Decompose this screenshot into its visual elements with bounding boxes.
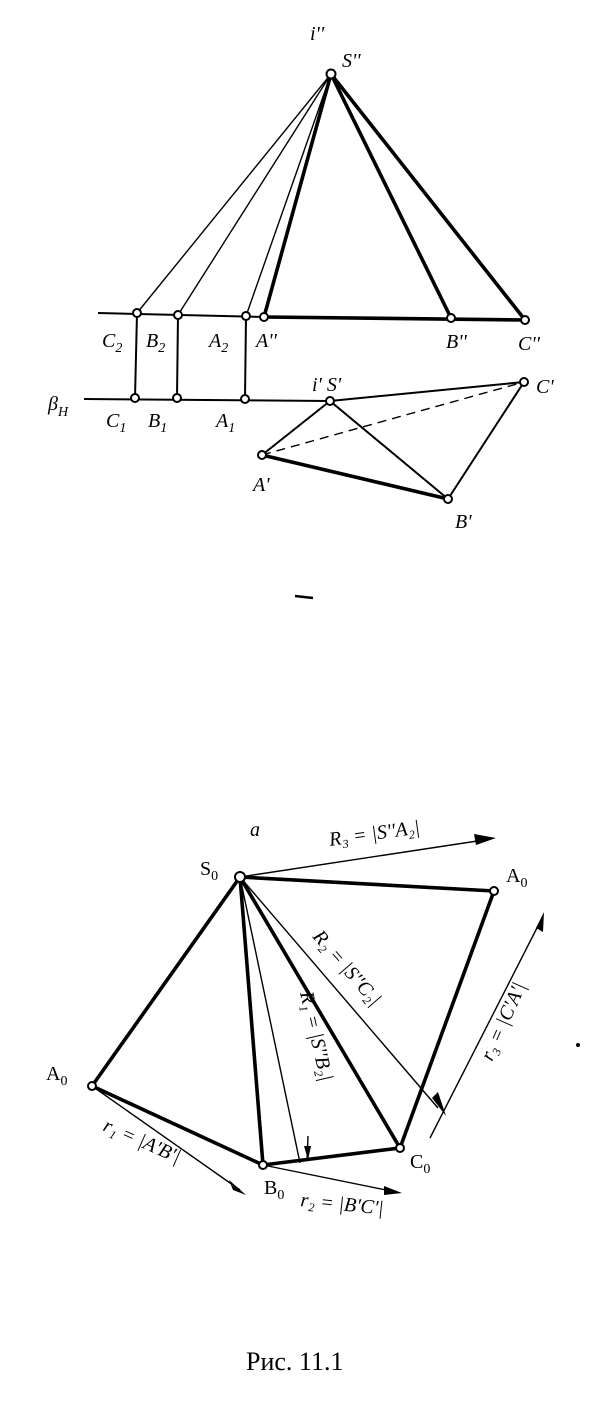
point-a2 <box>241 311 251 321</box>
edge-a-c-top-hidden <box>261 381 525 456</box>
edge-s0-a0-left <box>90 875 242 1088</box>
label-b1: B1 <box>148 410 167 436</box>
radius-r1-line <box>239 876 301 1164</box>
link-b2-b1 <box>176 314 179 399</box>
scan-mark <box>294 594 314 600</box>
point-b1 <box>172 393 182 403</box>
label-a1: A1 <box>214 410 235 436</box>
label-a0-right: A0 <box>506 865 527 891</box>
label-i-front: i'' <box>310 23 325 45</box>
point-b0 <box>258 1160 268 1170</box>
point-a1 <box>240 394 250 404</box>
edge-s-b-front <box>329 73 453 319</box>
point-c2 <box>132 308 142 318</box>
r2-small-arrowhead <box>384 1186 402 1195</box>
label-b-top: B' <box>455 511 472 533</box>
label-c1: C1 <box>106 410 126 436</box>
point-a-top <box>257 450 267 460</box>
point-c0 <box>395 1143 405 1153</box>
label-b-front: B'' <box>446 331 467 353</box>
point-b-top <box>443 494 453 504</box>
front-base-edge <box>263 315 526 322</box>
lower-drawing: a S0 A0 A0 B0 C0 R₃ = |S''A₂| R₂ = |S''C… <box>46 816 580 1220</box>
label-c-front: C'' <box>518 333 541 355</box>
point-s-front <box>325 68 337 80</box>
point-c1 <box>130 393 140 403</box>
label-R1: R₁ = |S''B₂| <box>295 988 337 1083</box>
label-a2: A2 <box>207 330 228 356</box>
edge-c0-a0 <box>398 890 496 1149</box>
edge-s-b-top <box>329 400 449 500</box>
label-R3: R₃ = |S''A₂| <box>327 816 422 851</box>
point-a0-left <box>87 1081 97 1091</box>
label-r2: r₂ = |B'C'| <box>299 1189 384 1220</box>
label-s0: S0 <box>200 858 218 884</box>
edge-s0-c0 <box>238 876 402 1149</box>
line-s-b2 <box>177 73 332 316</box>
label-c-top: C' <box>536 376 554 398</box>
edge-s0-b0 <box>238 876 265 1166</box>
line-s-a2 <box>245 73 332 317</box>
line-s-c2 <box>136 73 332 314</box>
label-s-front: S'' <box>342 50 361 72</box>
point-b-front <box>446 313 456 323</box>
figure-caption: Рис. 11.1 <box>246 1347 343 1376</box>
radius-r2-small-line <box>262 1164 397 1193</box>
point-a-front <box>259 312 269 322</box>
upper-drawing: i'' S'' C2 B2 A2 A'' B'' C'' βH C1 B1 A1… <box>47 23 554 600</box>
point-s-top <box>325 396 335 406</box>
point-s0 <box>234 871 246 883</box>
r1-arrowhead <box>304 1146 311 1160</box>
edge-a0-b0 <box>91 1084 264 1167</box>
r1-small-arrowhead <box>229 1180 246 1195</box>
label-i-s-top: i' S' <box>312 374 342 396</box>
r3-arrowhead <box>474 834 496 845</box>
radius-r2-line <box>239 876 439 1109</box>
r2-arrowhead <box>432 1092 446 1116</box>
edge-s-a-front <box>262 73 333 318</box>
edge-b0-c0 <box>262 1146 401 1167</box>
label-a-top: A' <box>251 474 270 496</box>
point-a0-right <box>489 886 499 896</box>
edge-s-c-front <box>329 72 527 322</box>
edge-s-a-top <box>261 400 331 456</box>
point-c-front <box>520 315 530 325</box>
radius-r3-line <box>239 839 485 878</box>
label-b0: B0 <box>264 1177 284 1203</box>
edge-s0-a0-right <box>239 875 495 893</box>
label-a-front: A'' <box>254 330 277 352</box>
point-c-top <box>519 377 529 387</box>
label-part-a: a <box>250 819 260 841</box>
edge-b-c-top <box>447 381 525 500</box>
radius-r1-small-line <box>91 1085 241 1191</box>
scan-dot <box>576 1043 580 1047</box>
radius-r3-small-line <box>429 917 543 1139</box>
label-r3: r₃ = |C'A'| <box>476 979 530 1064</box>
link-c2-c1 <box>134 312 138 399</box>
edge-s-c-top <box>329 381 525 402</box>
link-a2-a1 <box>244 315 247 400</box>
label-c2: C2 <box>102 330 122 356</box>
label-beta-h: βH <box>47 393 69 420</box>
beta-h-line <box>83 398 331 402</box>
point-b2 <box>173 310 183 320</box>
edge-a-b-top <box>261 453 449 501</box>
label-b2: B2 <box>146 330 165 356</box>
r3-small-arrowhead <box>536 912 544 932</box>
label-c0: C0 <box>410 1151 430 1177</box>
label-a0-left: A0 <box>46 1063 67 1089</box>
